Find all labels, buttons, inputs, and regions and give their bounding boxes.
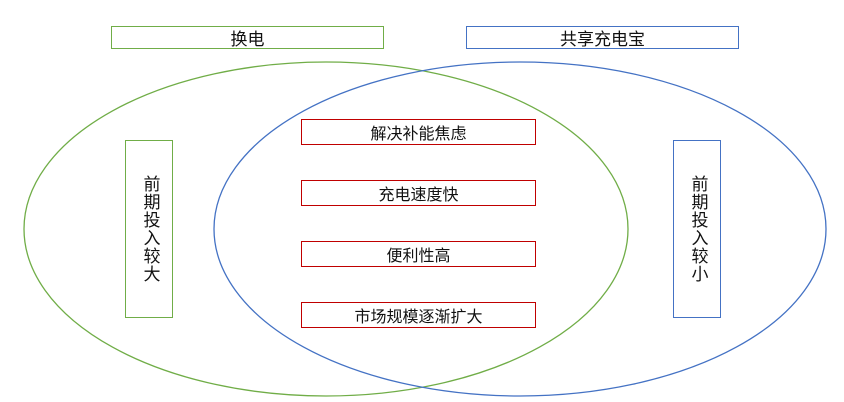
shared-benefit-item: 市场规模逐渐扩大 [301,302,536,328]
shared-benefit-item: 解决补能焦虑 [301,119,536,145]
left-set-note: 前期投入较大 [125,140,173,318]
shared-benefit-item: 充电速度快 [301,180,536,206]
left-set-title: 换电 [111,26,384,50]
shared-benefit-item: 便利性高 [301,241,536,267]
right-set-note: 前期投入较小 [673,140,721,318]
right-set-ellipse [213,61,827,397]
right-set-title: 共享充电宝 [466,26,739,50]
left-set-ellipse [23,61,629,397]
